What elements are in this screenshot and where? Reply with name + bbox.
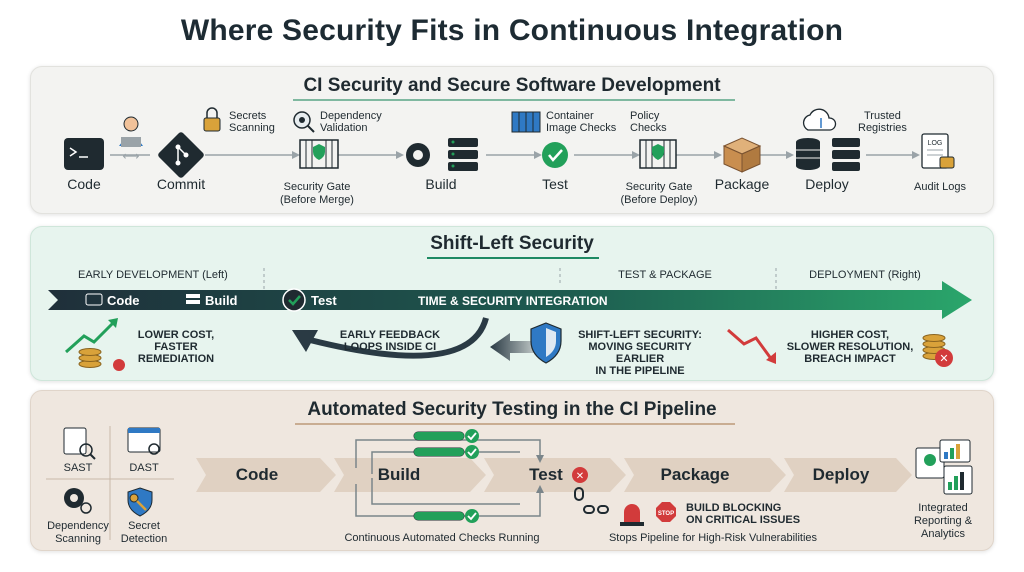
title-underline xyxy=(293,99,735,101)
terminal-icon xyxy=(85,293,103,306)
progress-bar-bottom xyxy=(413,509,479,523)
fail-icon: ✕ xyxy=(572,467,588,483)
page-title: Where Security Fits in Continuous Integr… xyxy=(180,14,844,47)
svg-text:⟷: ⟷ xyxy=(122,149,139,163)
automated-testing-title: Automated Security Testing in the CI Pip… xyxy=(307,399,717,420)
gate2-label: Security Gate(Before Deploy) xyxy=(620,181,698,206)
stage-test: Test xyxy=(542,176,568,192)
stage-package: Package xyxy=(714,176,770,192)
dependency-scan-icon xyxy=(64,488,92,514)
phase-deployment: DEPLOYMENT (Right) xyxy=(809,269,921,281)
shift-left-title: Shift-Left Security xyxy=(430,233,594,254)
ci-security-title: CI Security and Secure Software Developm… xyxy=(303,75,721,96)
check-icon xyxy=(542,142,568,168)
gate1-label: Security Gate(Before Merge) xyxy=(280,181,354,206)
server-icon xyxy=(448,138,478,171)
server-icon xyxy=(186,294,200,304)
phase-test-package: TEST & PACKAGE xyxy=(618,269,712,281)
audit-log-icon: LOG xyxy=(921,133,955,169)
svg-text:✕: ✕ xyxy=(939,352,948,365)
lock-icon xyxy=(203,107,221,132)
check-icon xyxy=(282,288,306,312)
continuous-checks-note: Continuous Automated Checks Running xyxy=(344,532,540,544)
arrow-build-label: Build xyxy=(205,293,238,308)
security-gate-icon xyxy=(299,139,339,169)
svg-text:LOG: LOG xyxy=(928,140,943,147)
shift-left-arrow xyxy=(490,333,540,361)
broken-chain-icon xyxy=(574,487,609,514)
build-gear-icon xyxy=(406,143,430,167)
shift-left-note: SHIFT-LEFT SECURITY:MOVING SECURITY EARL… xyxy=(578,329,702,377)
stops-pipeline-note: Stops Pipeline for High-Risk Vulnerabili… xyxy=(608,532,818,544)
pipeline-deploy: Deploy xyxy=(812,465,870,484)
shield-icon xyxy=(530,322,562,364)
secret-key-icon xyxy=(127,487,153,517)
database-icon xyxy=(796,138,820,170)
stop-sign-icon xyxy=(656,502,676,522)
progress-bar-top xyxy=(413,429,479,443)
dast-icon xyxy=(127,427,161,455)
progress-bar-middle xyxy=(413,445,479,459)
developer-icon xyxy=(119,116,143,147)
reporting-icon xyxy=(915,439,973,495)
sast-icon xyxy=(63,427,96,460)
stage-code: Code xyxy=(67,176,101,192)
higher-cost-note: HIGHER COST,SLOWER RESOLUTION,BREACH IMP… xyxy=(786,329,914,365)
pipeline-code: Code xyxy=(235,465,279,484)
svg-text:STOP: STOP xyxy=(658,511,674,517)
arrow-center-label: TIME & SECURITY INTEGRATION xyxy=(418,294,608,308)
container-icon xyxy=(511,111,541,133)
stage-deploy: Deploy xyxy=(805,176,849,192)
terminal-icon xyxy=(64,138,104,170)
security-gate-icon xyxy=(639,139,677,169)
cloud-upload-icon xyxy=(802,108,837,131)
timeline-arrow xyxy=(48,281,972,319)
title-underline xyxy=(295,423,735,425)
decline-chart-icon: ✕ xyxy=(727,328,953,367)
stage-build: Build xyxy=(425,176,457,192)
pipeline-test: Test xyxy=(529,465,563,484)
tool-sast: SAST xyxy=(63,462,93,474)
pipeline-build: Build xyxy=(377,465,421,484)
stage-audit-logs: Audit Logs xyxy=(914,181,966,193)
package-icon xyxy=(722,137,762,173)
growth-chart-icon xyxy=(65,318,125,371)
pipeline-package: Package xyxy=(660,465,730,484)
git-icon xyxy=(158,132,204,178)
svg-text:✕: ✕ xyxy=(576,471,584,482)
dependency-search-icon xyxy=(293,111,315,133)
arrow-test-label: Test xyxy=(311,293,337,308)
stage-commit: Commit xyxy=(156,176,206,192)
arrow-code-label: Code xyxy=(107,293,140,308)
title-underline xyxy=(427,257,599,259)
tool-dast: DAST xyxy=(129,462,159,474)
server-icon xyxy=(832,138,860,171)
alarm-icon xyxy=(620,504,644,526)
feedback-loop-arrow xyxy=(309,317,489,359)
phase-early: EARLY DEVELOPMENT (Left) xyxy=(78,269,228,281)
